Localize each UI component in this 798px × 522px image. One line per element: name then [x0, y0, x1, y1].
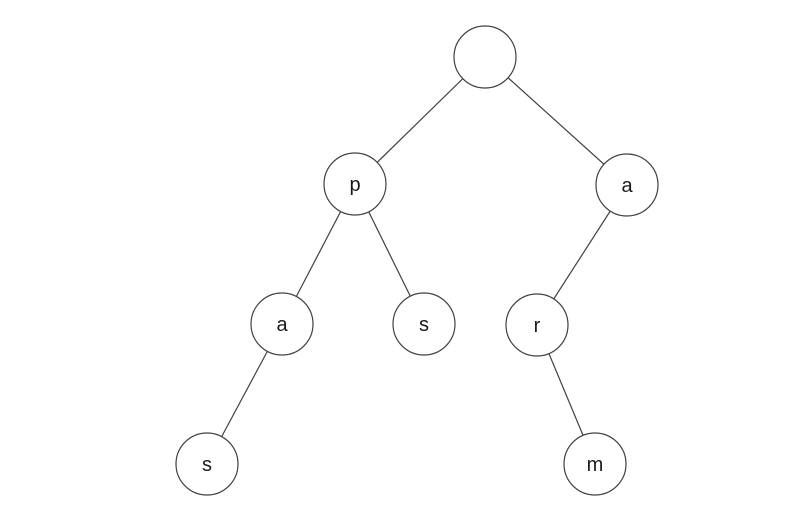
- tree-node-s-middle: s: [392, 292, 456, 356]
- tree-node-label-p: p: [349, 174, 360, 196]
- tree-node-label-a-right: a: [621, 175, 633, 197]
- tree-node-root: [453, 25, 517, 89]
- tree-node-p: p: [323, 152, 387, 216]
- tree-node-circle-root: [453, 25, 517, 89]
- tree-node-s-bottom: s: [175, 432, 239, 496]
- tree-node-label-m: m: [587, 454, 604, 476]
- tree-edge-root-a-right: [484, 56, 628, 186]
- tree-node-label-s-bottom: s: [202, 454, 212, 476]
- tree-node-a-left: a: [250, 292, 314, 356]
- tree-node-r: r: [505, 293, 569, 357]
- tree-node-m: m: [563, 432, 627, 496]
- tree-node-circle-m: [563, 432, 627, 496]
- tree-node-label-a-left: a: [276, 314, 288, 336]
- tree-node-circle-a-left: [250, 292, 314, 356]
- tree-node-circle-s-middle: [392, 292, 456, 356]
- tree-node-label-s-middle: s: [419, 314, 429, 336]
- tree-node-circle-a-right: [595, 153, 659, 217]
- tree-node-circle-r: [505, 293, 569, 357]
- tree-node-a-right: a: [595, 153, 659, 217]
- tree-node-label-r: r: [534, 315, 541, 337]
- tree-node-circle-s-bottom: [175, 432, 239, 496]
- tree-node-circle-p: [323, 152, 387, 216]
